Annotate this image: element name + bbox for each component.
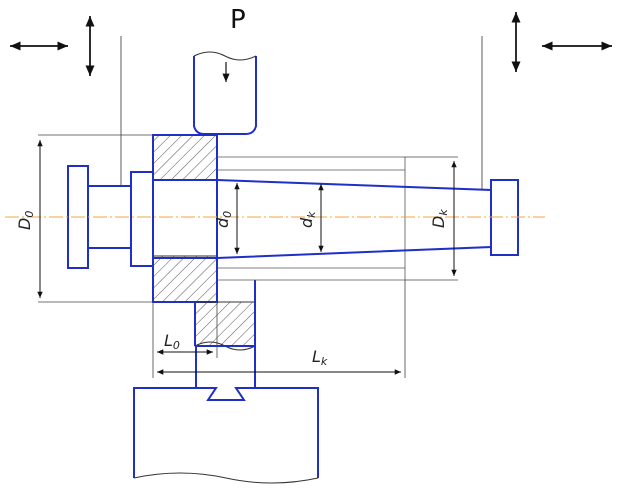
dim-label-d0-inner: d0 [213, 211, 234, 228]
base-break-line [133, 472, 319, 484]
dim-label-dk: dk [297, 211, 318, 228]
punch-break-line [193, 51, 257, 61]
handle-collar [130, 171, 154, 267]
punch [193, 56, 257, 135]
sleeve-upper [152, 134, 218, 181]
dim-label-d0: D0 [15, 211, 36, 230]
dim-label-lk: Lk [312, 347, 328, 368]
sleeve-lower [152, 255, 218, 303]
base-block [133, 345, 319, 478]
force-label: P [230, 5, 246, 35]
bore-outline [217, 156, 406, 281]
dim-label-Dk: Dk [429, 209, 450, 228]
dim-label-l0: L0 [164, 331, 180, 352]
support-block [194, 301, 256, 347]
base-notch [196, 387, 255, 401]
